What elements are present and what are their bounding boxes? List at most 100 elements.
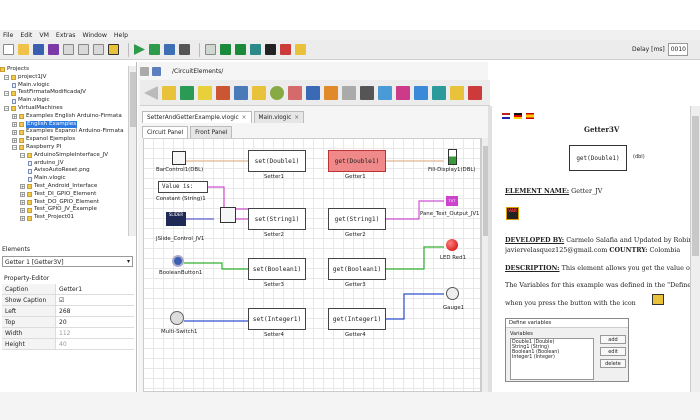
doc-scrollbar[interactable] — [690, 106, 700, 392]
getter1-block[interactable]: get(Double1) — [328, 150, 386, 172]
menu-file[interactable]: File — [3, 31, 14, 39]
tree-item[interactable]: Main.vlogic — [0, 97, 128, 105]
getter2-block[interactable]: get(String1) — [328, 208, 386, 230]
variables-icon[interactable] — [108, 44, 119, 55]
expand-toggle-icon[interactable]: + — [20, 207, 25, 213]
menu-window[interactable]: Window — [82, 31, 107, 39]
palette-gate-icon[interactable] — [180, 86, 194, 100]
tree-item[interactable]: arduino_JV — [0, 160, 128, 168]
palette-file-icon[interactable] — [450, 86, 464, 100]
expand-toggle-icon[interactable]: + — [12, 137, 17, 143]
stop-icon[interactable] — [179, 44, 190, 55]
projects-root[interactable]: Projects — [0, 66, 128, 74]
tab-front-panel[interactable]: Front Panel — [190, 126, 233, 138]
paste-icon[interactable] — [93, 44, 104, 55]
flag-de-icon[interactable] — [514, 113, 522, 119]
boolean-button-icon[interactable] — [172, 255, 184, 267]
converter-icon[interactable] — [220, 207, 236, 223]
palette-color-icon[interactable] — [396, 86, 410, 100]
pane-text-icon[interactable]: TXT — [446, 196, 458, 206]
flag-us-icon[interactable] — [502, 113, 510, 119]
help-icon[interactable] — [295, 44, 306, 55]
chart-green-icon[interactable] — [220, 44, 231, 55]
tree-item[interactable]: +English Examples — [0, 120, 128, 129]
multiswitch-icon[interactable] — [170, 311, 184, 325]
slider-icon[interactable]: SLIDER — [166, 212, 186, 226]
copy-icon[interactable] — [78, 44, 89, 55]
expand-toggle-icon[interactable]: − — [4, 90, 9, 96]
tree-item[interactable]: −project1JV — [0, 74, 128, 82]
palette-app-icon[interactable] — [468, 86, 482, 100]
tree-item[interactable]: +Test_Android_Interface — [0, 183, 128, 191]
tree-item[interactable]: +Espanol Ejemplos — [0, 136, 128, 144]
chart-green2-icon[interactable] — [235, 44, 246, 55]
tree-item[interactable]: +Test_DO_GPIO_Element — [0, 199, 128, 207]
close-icon[interactable]: × — [294, 114, 300, 121]
menu-vm[interactable]: VM — [39, 31, 49, 39]
palette-timer-icon[interactable] — [270, 86, 284, 100]
menu-extras[interactable]: Extras — [55, 31, 76, 39]
expand-toggle-icon[interactable]: + — [12, 129, 17, 135]
property-value[interactable]: Getter1 — [59, 286, 83, 293]
elements-select[interactable]: Getter 1 [Getter3V]▾ — [2, 256, 133, 267]
save-all-icon[interactable] — [48, 44, 59, 55]
palette-back-icon[interactable] — [144, 86, 158, 100]
flag-es-icon[interactable] — [526, 113, 534, 119]
expand-toggle-icon[interactable]: + — [12, 121, 17, 127]
debug-icon[interactable] — [250, 44, 261, 55]
palette-io-icon[interactable] — [306, 86, 320, 100]
tools-icon[interactable] — [280, 44, 291, 55]
tab-circuit-panel[interactable]: Circuit Panel — [142, 126, 189, 138]
canvas-scroll-thumb[interactable] — [483, 146, 489, 236]
step-icon[interactable] — [149, 44, 160, 55]
constant-string-block[interactable]: Value is: — [158, 181, 208, 193]
tree-item[interactable]: −VirtualMachines — [0, 105, 128, 113]
tree-item[interactable]: +Test_DI_GPIO_Element — [0, 191, 128, 199]
fill-display-icon[interactable] — [448, 149, 457, 165]
tree-item[interactable]: AvisoAutoReset.png — [0, 167, 128, 175]
palette-network-icon[interactable] — [378, 86, 392, 100]
expand-toggle-icon[interactable]: + — [12, 114, 17, 120]
expand-toggle-icon[interactable]: − — [20, 153, 25, 159]
close-icon[interactable]: × — [241, 114, 247, 121]
circuit-canvas[interactable]: set(Double1) Setter1 get(Double1) Getter… — [143, 138, 481, 392]
expand-toggle-icon[interactable]: + — [20, 184, 25, 190]
setter3-block[interactable]: set(Boolean1) — [248, 258, 306, 280]
tree-item[interactable]: +Test_GPIO_JV_Example — [0, 206, 128, 214]
back-icon[interactable] — [140, 66, 149, 76]
menu-help[interactable]: Help — [113, 31, 128, 39]
save-icon[interactable] — [33, 44, 44, 55]
gauge-icon[interactable] — [446, 287, 459, 300]
open-folder-icon[interactable] — [18, 44, 29, 55]
tree-item[interactable]: −Raspberry PI — [0, 144, 128, 152]
tree-item[interactable]: +Examples Espanol Arduino-Firmata — [0, 128, 128, 136]
tree-scrollbar[interactable] — [128, 66, 136, 236]
home-icon[interactable] — [152, 66, 161, 76]
tree-item[interactable]: −ArduinoSimpleInterface_JV — [0, 152, 128, 160]
palette-folder-icon[interactable] — [162, 86, 176, 100]
getter3-block[interactable]: get(Boolean1) — [328, 258, 386, 280]
expand-toggle-icon[interactable]: − — [4, 106, 9, 112]
palette-decision-icon[interactable] — [216, 86, 230, 100]
getter4-block[interactable]: get(Integer1) — [328, 308, 386, 330]
expand-toggle-icon[interactable]: + — [20, 215, 25, 221]
tree-item[interactable]: −TestFirmataModificadaJV — [0, 89, 128, 97]
panel-splitter[interactable] — [488, 106, 492, 392]
expand-toggle-icon[interactable]: − — [12, 145, 17, 151]
tree-scroll-thumb[interactable] — [130, 72, 136, 127]
palette-bus-icon[interactable] — [414, 86, 428, 100]
palette-plot-icon[interactable] — [342, 86, 356, 100]
pause-icon[interactable] — [164, 44, 175, 55]
console-icon[interactable] — [265, 44, 276, 55]
property-value[interactable]: 20 — [59, 319, 67, 326]
palette-math-icon[interactable] — [234, 86, 248, 100]
play-icon[interactable] — [134, 44, 145, 55]
cut-icon[interactable] — [63, 44, 74, 55]
palette-logic-icon[interactable] — [252, 86, 266, 100]
wave-icon[interactable] — [205, 44, 216, 55]
setter2-block[interactable]: set(String1) — [248, 208, 306, 230]
setter4-block[interactable]: set(Integer1) — [248, 308, 306, 330]
tree-item[interactable]: +Examples English Arduino-Firmata — [0, 113, 128, 121]
expand-toggle-icon[interactable]: − — [4, 75, 9, 81]
palette-signal-icon[interactable] — [432, 86, 446, 100]
